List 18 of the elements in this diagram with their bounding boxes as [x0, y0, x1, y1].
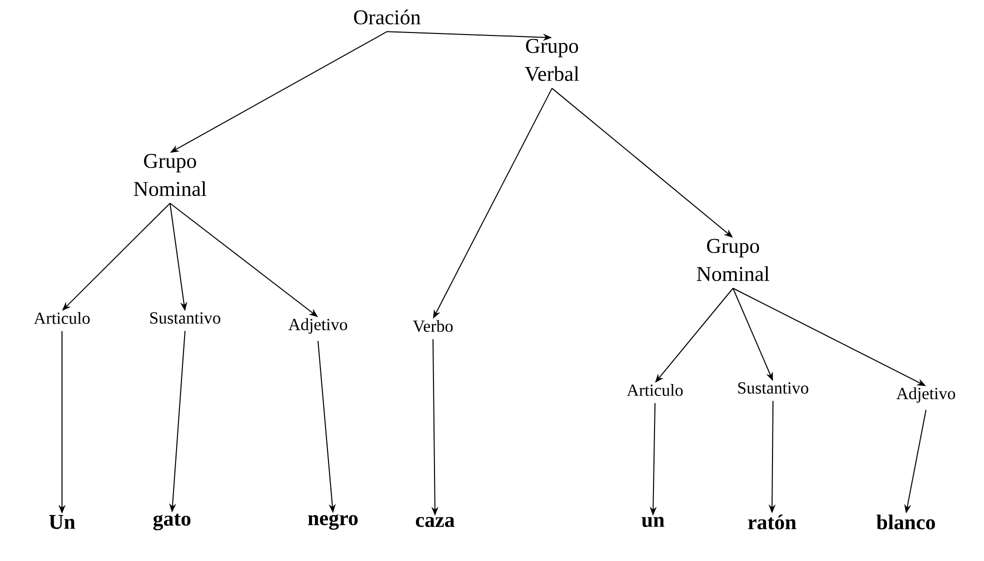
word-label: gato	[153, 514, 190, 530]
category-label: Grupo Nominal	[696, 238, 770, 282]
category-label: Sustantivo	[150, 312, 220, 324]
category-label: Grupo Nominal	[134, 154, 206, 196]
category-label: Adjetivo	[288, 318, 348, 334]
category-label: Oración	[354, 10, 420, 24]
category-label: Grupo Verbal	[524, 38, 579, 82]
category-label: Sustantivo	[738, 382, 808, 394]
category-label: Adjetivo	[896, 387, 956, 403]
word-label: blanco	[876, 514, 935, 530]
word-label: Un	[49, 515, 76, 529]
word-label: un	[642, 516, 664, 528]
word-label: negro	[308, 514, 358, 530]
category-label: Articulo	[34, 312, 90, 324]
word-label: caza	[416, 516, 455, 528]
word-label: ratón	[748, 514, 796, 530]
category-label: Verbo	[412, 320, 453, 332]
category-label: Articulo	[626, 384, 683, 396]
